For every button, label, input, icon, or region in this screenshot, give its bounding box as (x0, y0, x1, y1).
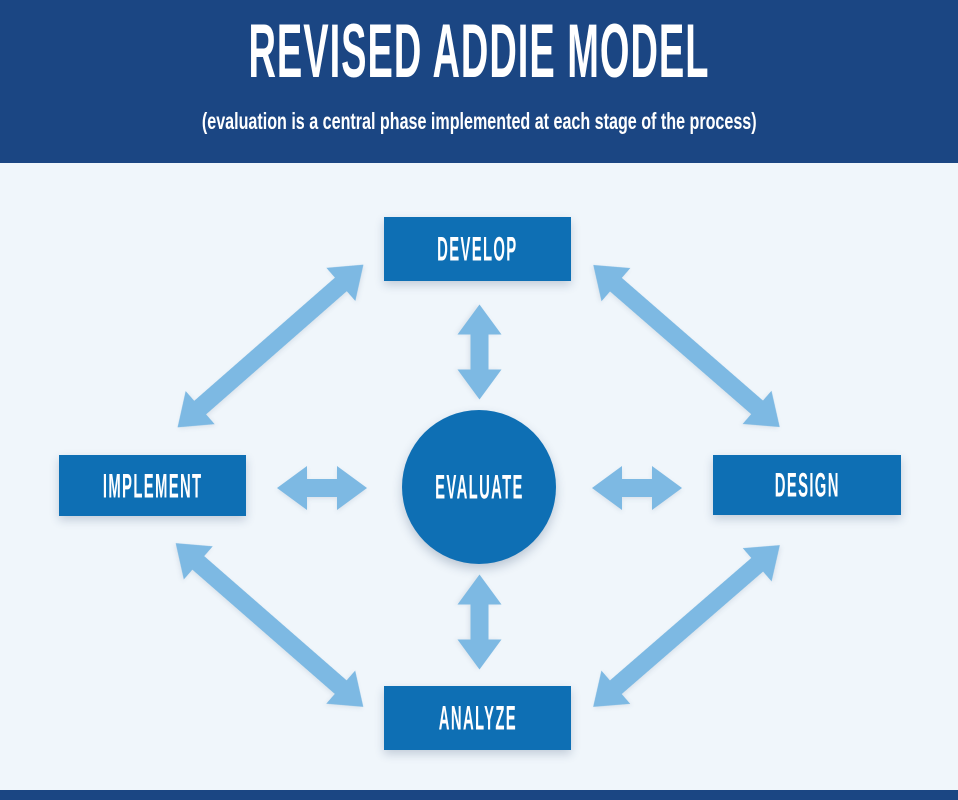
node-analyze-label: ANALYZE (438, 698, 517, 737)
node-implement: IMPLEMENT (59, 455, 246, 516)
header-band: REVISED ADDIE MODEL (evaluation is a cen… (0, 0, 958, 163)
page-subtitle-text: (evaluation is a central phase implement… (201, 108, 757, 134)
node-design: DESIGN (713, 455, 901, 515)
footer-band (0, 790, 958, 800)
page-title: REVISED ADDIE MODEL (0, 14, 958, 90)
node-implement-label: IMPLEMENT (102, 465, 203, 505)
node-evaluate-circle: EVALUATE (402, 410, 556, 564)
arrow-evaluate-implement (277, 466, 367, 510)
page-title-text: REVISED ADDIE MODEL (248, 9, 710, 94)
arrow-evaluate-develop (457, 304, 501, 400)
arrow-analyze-design (592, 545, 780, 707)
page-subtitle: (evaluation is a central phase implement… (0, 106, 958, 136)
arrow-evaluate-analyze (457, 574, 501, 670)
arrow-implement-analyze (175, 543, 363, 707)
node-develop-label: DEVELOP (437, 229, 518, 268)
node-develop: DEVELOP (384, 217, 571, 281)
arrow-implement-develop (177, 264, 363, 428)
node-evaluate-label: EVALUATE (434, 467, 524, 506)
node-analyze: ANALYZE (384, 686, 571, 750)
arrow-develop-design (592, 264, 780, 428)
arrow-evaluate-design (592, 466, 682, 510)
node-design-label: DESIGN (774, 465, 840, 504)
